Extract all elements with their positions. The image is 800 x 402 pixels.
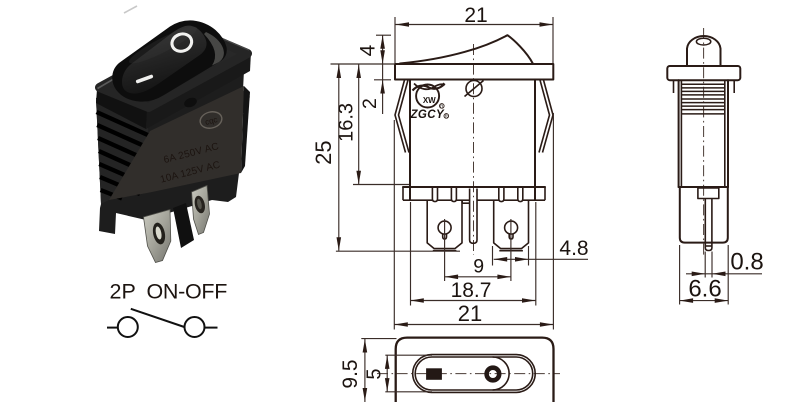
svg-text:R: R [445,114,449,119]
svg-text:ON-OFF: ON-OFF [147,280,228,304]
svg-text:2: 2 [359,98,381,109]
svg-text:9.5: 9.5 [339,359,362,388]
svg-text:21: 21 [464,4,487,27]
svg-text:XW: XW [423,96,436,105]
svg-text:5: 5 [364,368,386,379]
svg-text:21: 21 [458,301,482,326]
svg-text:9: 9 [473,256,484,278]
svg-text:4.8: 4.8 [559,237,588,260]
svg-text:4: 4 [357,44,380,56]
svg-text:25: 25 [311,140,336,164]
svg-text:18.7: 18.7 [451,279,492,302]
svg-text:R: R [440,104,444,109]
svg-text:0.8: 0.8 [730,249,763,276]
svg-text:cqc: cqc [204,115,218,127]
svg-text:2P: 2P [110,280,136,304]
svg-text:ZGCY: ZGCY [410,109,445,121]
svg-text:6.6: 6.6 [688,276,721,303]
svg-text:16.3: 16.3 [336,103,358,142]
